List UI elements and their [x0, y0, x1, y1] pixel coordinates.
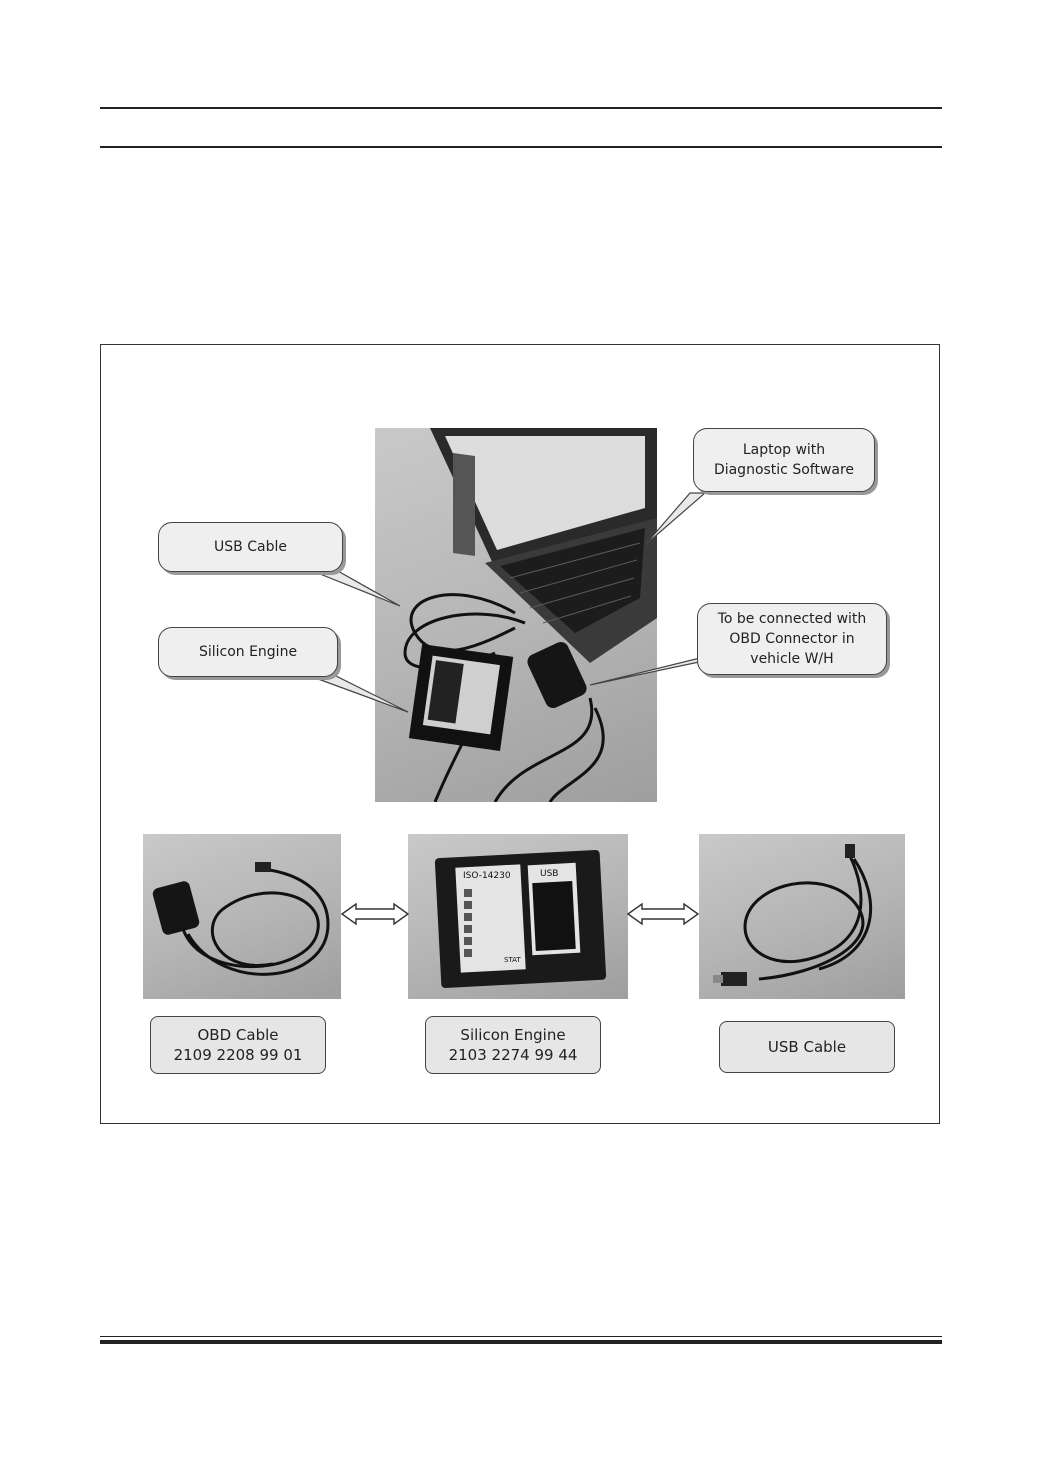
usb-cable-photo	[699, 834, 905, 999]
device-stat-label: STAT	[504, 956, 521, 964]
label-usb-cable: USB Cable	[719, 1021, 895, 1073]
footer-rule-thin	[100, 1336, 942, 1337]
footer-rule-thick	[100, 1340, 942, 1344]
device-usb-label: USB	[540, 869, 558, 879]
label-silicon-engine: Silicon Engine 2103 2274 99 44	[425, 1016, 601, 1074]
setup-photo	[375, 428, 657, 802]
setup-photo-illustration	[403, 428, 657, 802]
header-rule-top	[100, 107, 942, 109]
silicon-engine-photo: ISO-14230 USB STAT	[408, 834, 628, 999]
device-iso-label: ISO-14230	[463, 871, 511, 881]
header-rule-bottom	[100, 146, 942, 148]
callout-usb-cable: USB Cable	[158, 522, 343, 572]
silicon-engine-illustration: ISO-14230 USB STAT	[434, 849, 607, 988]
usb-cable-illustration	[713, 844, 873, 986]
callout-silicon-engine: Silicon Engine	[158, 627, 338, 677]
callout-laptop: Laptop with Diagnostic Software	[693, 428, 875, 492]
obd-cable-illustration	[152, 862, 330, 976]
figure-frame	[100, 344, 940, 1124]
callout-obd-connector: To be connected with OBD Connector in ve…	[697, 603, 887, 675]
obd-cable-photo	[143, 834, 341, 999]
label-obd-cable: OBD Cable 2109 2208 99 01	[150, 1016, 326, 1074]
